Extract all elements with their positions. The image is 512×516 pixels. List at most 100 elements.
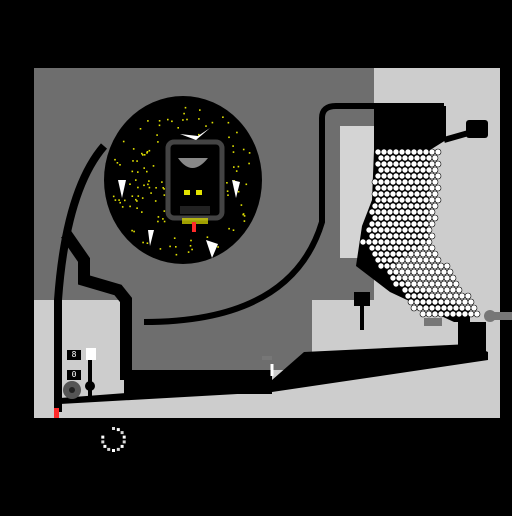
ball [428,160,436,168]
ball [455,310,463,318]
peg [232,229,235,231]
ball [434,256,442,264]
ball [404,184,412,192]
ball [437,298,445,306]
peg [116,162,119,164]
ball [377,250,385,258]
ball [380,148,388,156]
peg [175,253,178,256]
spinner-dot [101,435,105,439]
ball [413,214,421,222]
peg [148,180,150,182]
ball [380,256,388,264]
gear-icon[interactable] [63,381,81,399]
peg [137,195,140,197]
peg [171,120,173,123]
ball [413,238,421,246]
ball [371,202,379,210]
peg [243,220,246,222]
ball [395,238,403,246]
ball [377,166,385,174]
ball [422,244,430,252]
launcher-handle[interactable] [86,348,96,360]
ball [374,148,382,156]
ball [368,244,376,252]
hopper-outlet [458,322,486,360]
ball [410,148,418,156]
ball [410,184,418,192]
ball [419,202,427,210]
pipe-left[interactable] [424,318,442,326]
peg [190,239,192,242]
ball [395,250,403,258]
ball [416,232,424,240]
ball [383,238,391,246]
peg [217,246,219,248]
peg [226,182,228,184]
peg [228,136,230,139]
ball [422,196,430,204]
switch[interactable] [262,356,272,360]
ball [458,304,466,312]
peg [182,119,184,121]
ball [407,190,415,198]
ball [440,292,448,300]
ball [407,250,415,258]
ball [407,286,415,294]
ball [437,310,445,318]
left-channel [61,230,132,380]
ball [404,172,412,180]
ball [443,262,451,270]
ball [365,226,373,234]
ball [410,268,418,276]
ball [416,184,424,192]
ball [386,256,394,264]
ball [410,280,418,288]
peg [136,207,138,209]
ball [395,190,403,198]
ball [401,286,409,294]
ball [419,310,427,318]
peg [143,154,146,156]
pipe-valve[interactable] [484,310,496,322]
launcher-knob[interactable] [85,381,95,391]
peg [119,201,121,204]
spinner-dot [112,427,115,430]
ball [371,178,379,186]
ball [446,292,454,300]
peg [119,164,121,166]
peg [169,245,171,248]
ball [398,208,406,216]
peg [186,118,188,121]
ball [386,268,394,276]
peg [148,186,151,189]
pipe-right[interactable] [486,312,512,320]
ball [407,274,415,282]
ball [434,160,442,168]
ball [389,178,397,186]
ball [383,262,391,270]
peg [242,148,245,151]
bumpers [118,128,240,258]
peg [163,210,166,212]
ball [416,256,424,264]
ball [410,232,418,240]
ball [374,184,382,192]
ball [419,166,427,174]
peg [146,152,148,154]
ball [410,292,418,300]
spinner-dot [120,444,124,448]
ball [401,226,409,234]
ball [401,262,409,270]
hopper-knob [466,120,488,138]
ball [398,256,406,264]
ball [443,310,451,318]
ball [413,286,421,294]
ball [404,256,412,264]
peg [162,187,164,189]
peg [135,198,137,201]
ball [428,304,436,312]
ball [431,178,439,186]
peg [159,248,162,250]
